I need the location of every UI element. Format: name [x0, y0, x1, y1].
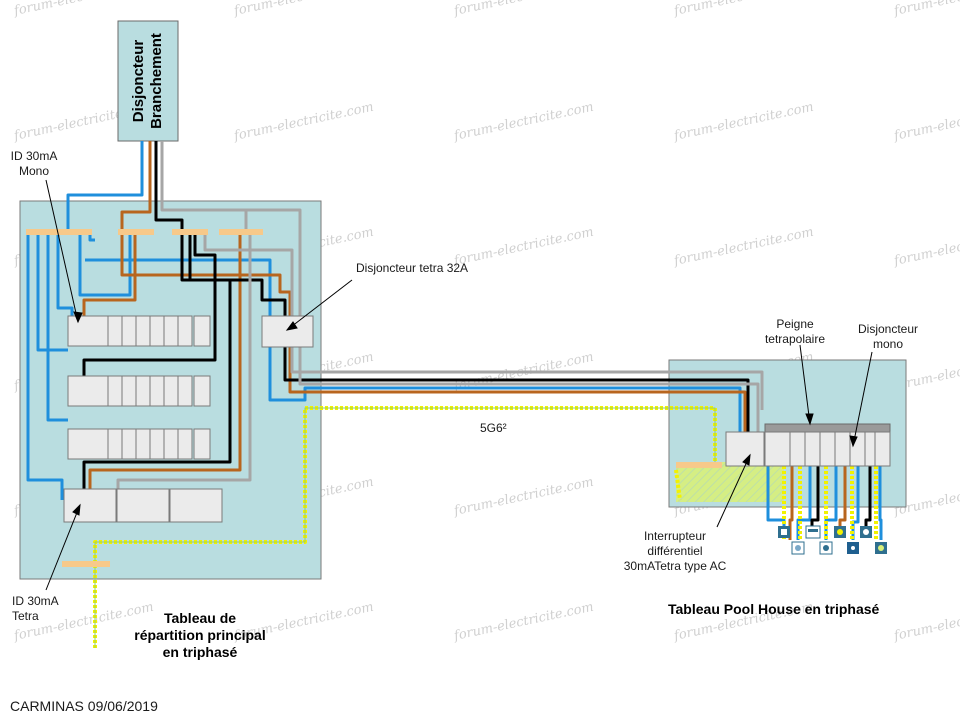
light-icon — [834, 526, 846, 538]
credit-label: CARMINAS 09/06/2019 — [10, 698, 158, 714]
comb-bars-main — [26, 229, 263, 567]
tetra-breaker-label: Disjoncteur tetra 32A — [356, 261, 469, 275]
main-breaker-box — [117, 20, 179, 142]
comb-bar-pool — [676, 462, 722, 468]
light-icon — [875, 542, 887, 554]
pool-panel-title: Tableau Pool House en triphasé — [668, 601, 880, 617]
appliance-icons — [778, 525, 887, 555]
light-icon — [860, 526, 872, 538]
dishwasher-icon — [778, 526, 790, 538]
breaker-modules-main — [63, 315, 314, 523]
callout-arrows — [45, 179, 873, 591]
washing-machine-icon — [791, 541, 805, 555]
oven-icon — [805, 525, 821, 539]
fan-icon — [819, 541, 833, 555]
outlet-icon — [847, 542, 859, 554]
cable-label: 5G6² — [480, 421, 507, 435]
earth-bar-area — [676, 462, 784, 502]
wires — [26, 141, 883, 648]
